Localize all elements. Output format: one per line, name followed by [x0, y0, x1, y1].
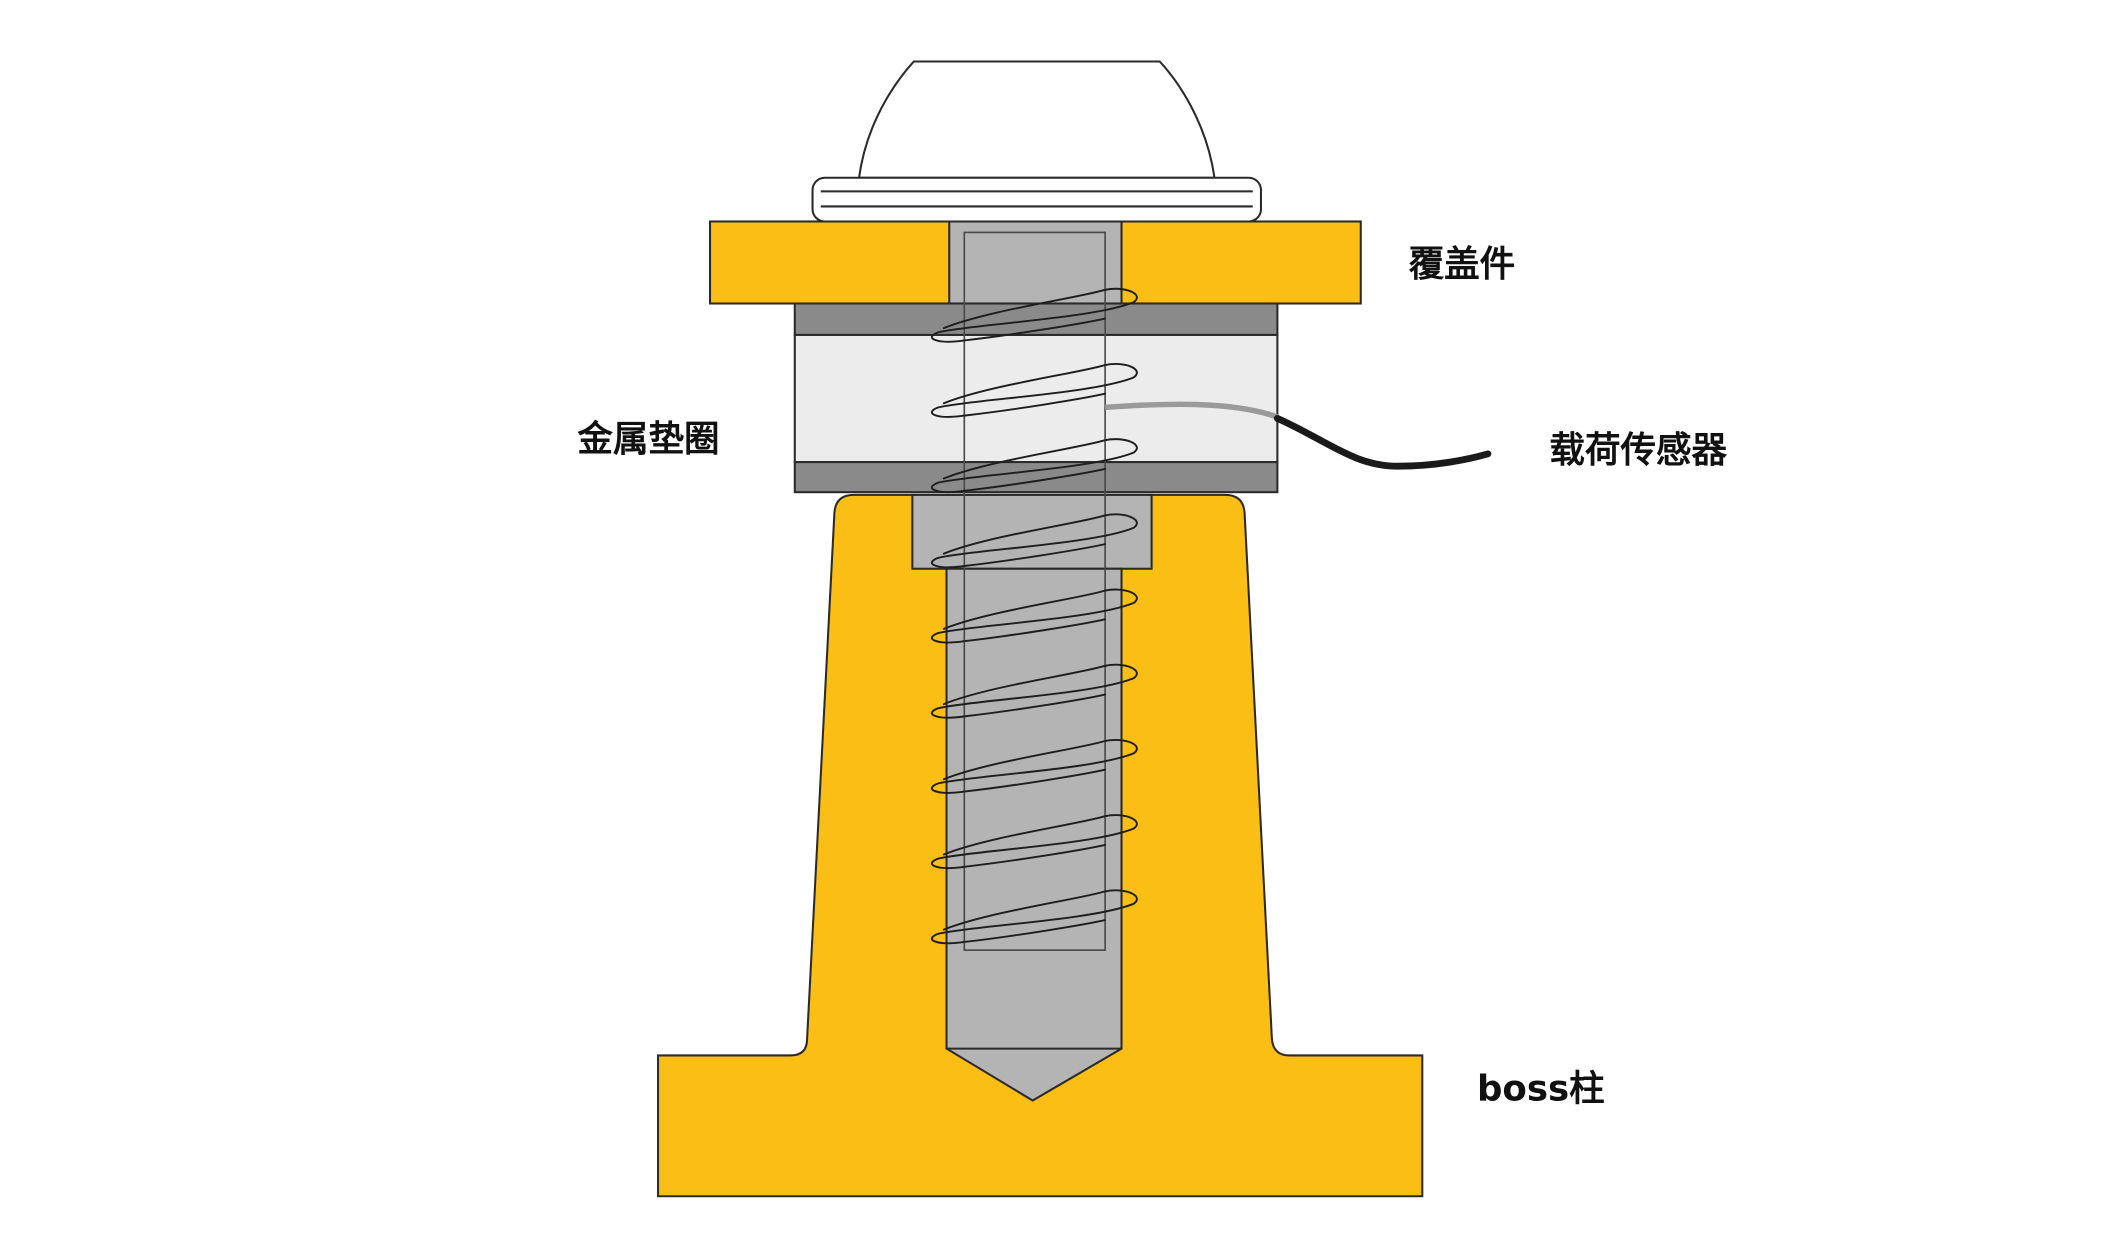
thread-turn-back [963, 392, 1107, 417]
thread-turn-back [963, 543, 1107, 567]
thread-turn-flank [942, 815, 1107, 856]
sensor-cable [1273, 414, 1492, 470]
thread-turn-front [931, 513, 1138, 569]
thread-turn-front [931, 814, 1138, 869]
thread-turn-back [963, 768, 1107, 793]
thread-turn-back [963, 618, 1107, 643]
screw-shank [945, 567, 1123, 1102]
thread-turn-front [931, 889, 1138, 945]
thread-turn-front [931, 287, 1138, 343]
label-cover: 覆盖件 [1409, 244, 1516, 285]
washer-bottom-band [793, 461, 1279, 494]
thread-turn-back [963, 693, 1107, 718]
label-washer: 金属垫圈 [576, 419, 719, 460]
thread-turn-flank [942, 589, 1107, 630]
screw-head-flange [811, 176, 1262, 223]
screw-thread [931, 287, 1138, 945]
screw-shank-in-cover [948, 220, 1123, 305]
thread-turn-flank [942, 514, 1107, 555]
washer-middle [793, 333, 1279, 464]
thread-turn-front [931, 438, 1138, 493]
thread-turn-back [963, 317, 1107, 342]
thread-turn-front [931, 588, 1138, 644]
thread-turn-flank [942, 439, 1107, 480]
thread-turn-front [931, 663, 1138, 719]
thread-turn-front [931, 363, 1138, 418]
thread-turn-flank [942, 740, 1107, 781]
thread-turn-flank [942, 890, 1107, 931]
label-boss: boss柱 [1477, 1069, 1605, 1110]
thread-turn-back [963, 843, 1107, 868]
thread-turn-flank [942, 288, 1107, 330]
thread-turn-flank [942, 664, 1107, 706]
screw-head-dome [857, 60, 1216, 179]
label-sensor: 载荷传感器 [1549, 430, 1727, 471]
thread-turn-flank [942, 364, 1107, 405]
sensor-cable-inner [1104, 401, 1279, 420]
thread-turn-back [963, 919, 1107, 943]
thread-turn-front [931, 739, 1138, 794]
thread-turn-back [963, 467, 1107, 492]
